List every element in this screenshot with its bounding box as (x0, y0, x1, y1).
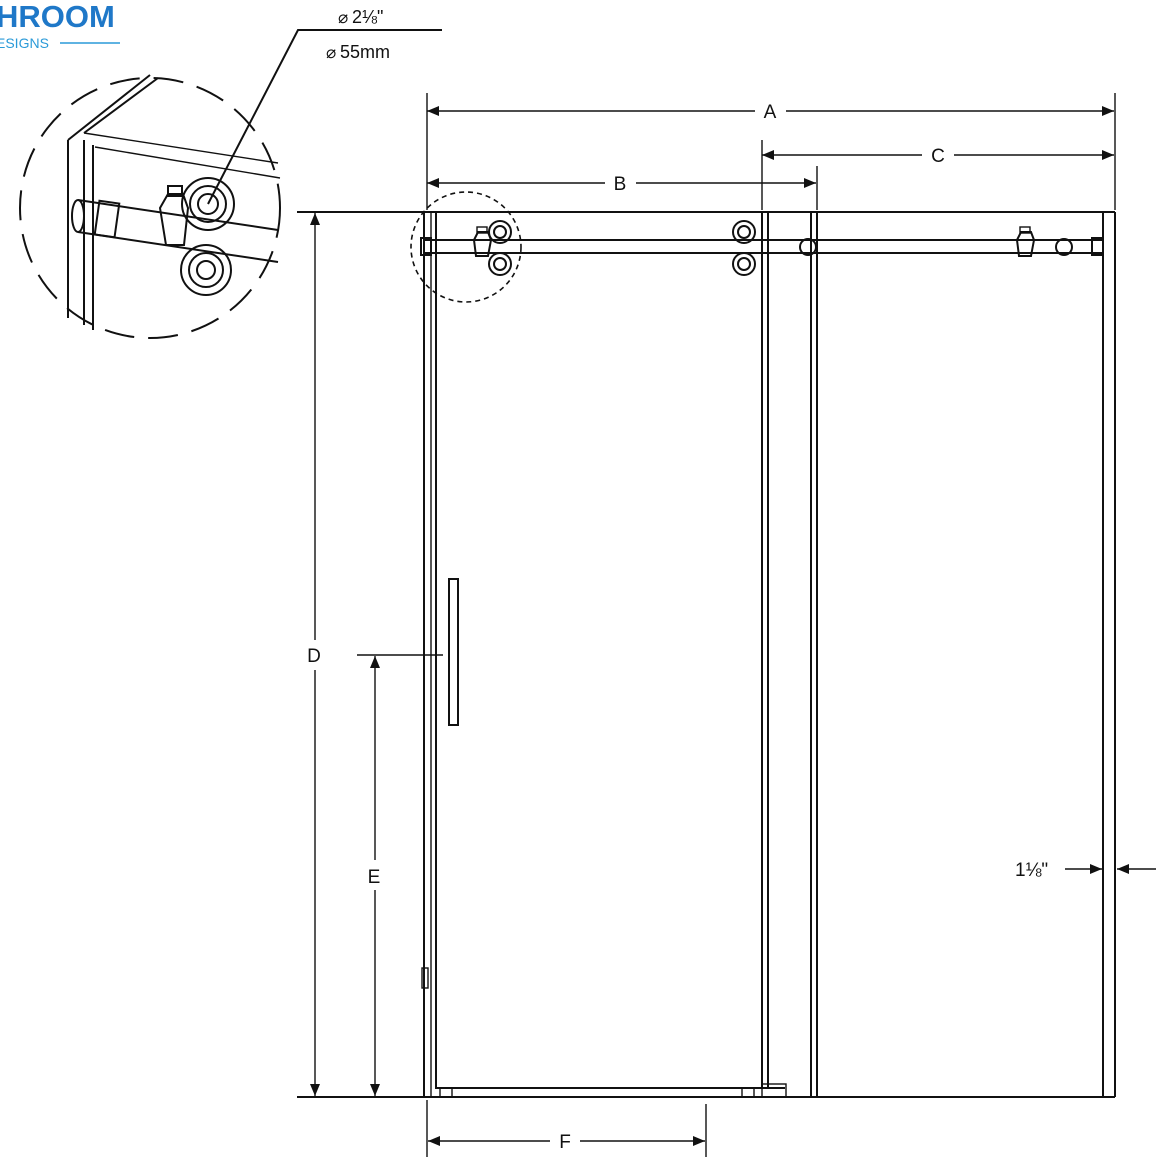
detail-glass-side-edge (67, 140, 94, 330)
bar-stopper (1055, 238, 1073, 256)
detail-wheel-bottom (180, 244, 232, 296)
detail-leader-line (207, 29, 442, 205)
door-handle (448, 578, 459, 726)
dim-thickness-label: 1⅛" (1015, 860, 1048, 881)
dim-a-label: A (764, 102, 777, 123)
dimensions: A C B D E F 1⅛" (307, 93, 1156, 1157)
floor-guide (761, 1083, 787, 1098)
detail-reference-circle (410, 191, 522, 303)
diameter-symbol-in: ⌀ (338, 8, 348, 27)
dim-c-label: C (931, 146, 945, 167)
dim-e-label: E (368, 867, 381, 888)
diameter-inch-label: 2⅛" (352, 7, 383, 27)
wall-anchor (421, 967, 429, 989)
roller-left (488, 220, 512, 276)
bar-end-cap-right (1091, 237, 1104, 256)
diameter-symbol-mm: ⌀ (326, 43, 336, 62)
detail-circle (19, 77, 281, 339)
detail-bar (77, 199, 279, 263)
bottom-guide-left (439, 1087, 453, 1098)
sliding-door-panel (435, 211, 763, 1089)
bar-connector (799, 238, 817, 256)
dim-d-label: D (307, 646, 321, 667)
detail-wheel-top (181, 177, 235, 231)
detail-bar-end (71, 199, 85, 233)
bar-bracket-left (472, 226, 493, 257)
detail-glass-top-edge (67, 74, 159, 141)
bar-end-cap-left (420, 237, 432, 256)
bottom-guide-right (741, 1087, 755, 1098)
dim-b-label: B (614, 174, 627, 195)
diameter-mm-label: 55mm (340, 42, 390, 62)
detail-bar-cap (93, 199, 121, 239)
brand-logo: HROOM ESIGNS (0, 0, 120, 51)
detail-bracket-screw (167, 185, 183, 197)
bar-bracket-right (1015, 226, 1036, 257)
detail-bracket (158, 193, 190, 246)
enclosure-elevation (297, 191, 1116, 1098)
roller-detail-callout: ⌀ 2⅛" ⌀ 55mm (19, 7, 442, 339)
roller-right (732, 220, 756, 276)
dim-f-label: F (559, 1132, 571, 1153)
logo-sub-text: ESIGNS (0, 35, 49, 51)
detail-rail-lines (83, 132, 281, 179)
logo-main-text: HROOM (0, 0, 115, 34)
